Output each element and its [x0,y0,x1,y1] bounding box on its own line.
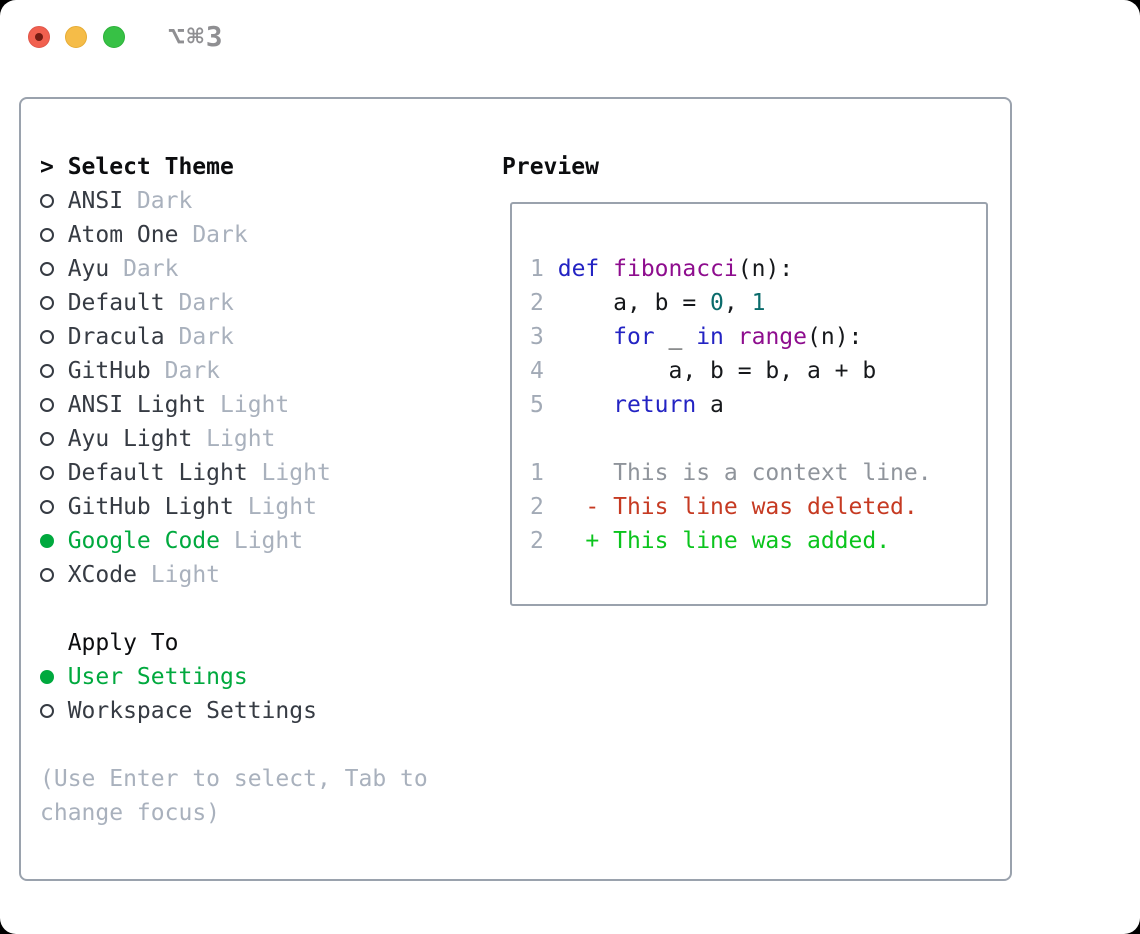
code-line: 5 return a [530,392,724,418]
help-text-line-1: (Use Enter to select, Tab to [40,766,428,792]
diff-line-add: 2 + This line was added. [530,528,891,554]
radio-icon [40,568,54,582]
diff-line-ctx: 1 This is a context line. [530,460,932,486]
radio-icon [40,704,54,718]
code-line: 2 a, b = 0, 1 [530,290,766,316]
select-theme-title: Select Theme [67,154,234,180]
radio-icon [40,228,54,242]
preview-title: Preview [502,154,599,180]
theme-option-xcode[interactable]: XCode Light [40,558,428,592]
select-theme-header: > Select Theme [40,150,428,184]
theme-option-atom-one[interactable]: Atom One Dark [40,218,428,252]
code-line: 3 for _ in range(n): [530,324,863,350]
theme-option-github-light[interactable]: GitHub Light Light [40,490,428,524]
maximize-button[interactable] [103,26,125,48]
radio-icon [40,466,54,480]
theme-option-dracula[interactable]: Dracula Dark [40,320,428,354]
theme-option-google-code[interactable]: Google Code Light [40,524,428,558]
preview-header: Preview [502,150,599,184]
code-line: 1 def fibonacci(n): [530,256,794,282]
theme-option-default-light[interactable]: Default Light Light [40,456,428,490]
apply-option-user-settings[interactable]: User Settings [40,660,428,694]
apply-option-workspace-settings[interactable]: Workspace Settings [40,694,428,728]
theme-option-ayu-light[interactable]: Ayu Light Light [40,422,428,456]
diff-line-del: 2 - This line was deleted. [530,494,918,520]
radio-icon [40,194,54,208]
spacer [40,728,428,762]
prompt-arrow-icon: > [40,154,54,180]
titlebar: ⌥⌘3 [0,0,1140,74]
radio-selected-icon [40,670,54,684]
close-button[interactable] [28,26,50,48]
radio-icon [40,432,54,446]
radio-icon [40,296,54,310]
radio-selected-icon [40,534,54,548]
close-dot-icon [35,33,43,41]
code-line: 4 a, b = b, a + b [530,358,877,384]
theme-option-ansi[interactable]: ANSI Dark [40,184,428,218]
theme-option-default[interactable]: Default Dark [40,286,428,320]
radio-icon [40,500,54,514]
apply-to-title: Apply To [67,630,179,656]
theme-option-ansi-light[interactable]: ANSI Light Light [40,388,428,422]
theme-option-github[interactable]: GitHub Dark [40,354,428,388]
minimize-button[interactable] [65,26,87,48]
theme-option-ayu[interactable]: Ayu Dark [40,252,428,286]
theme-preview-box: 1 def fibonacci(n): 2 a, b = 0, 1 3 for _ … [510,202,988,606]
spacer [40,592,428,626]
apply-to-header: Apply To [40,626,428,660]
radio-icon [40,262,54,276]
help-text-line-2: change focus) [40,800,221,826]
radio-icon [40,330,54,344]
radio-icon [40,398,54,412]
spacer [530,422,986,456]
window-title: ⌥⌘3 [168,20,225,53]
radio-icon [40,364,54,378]
